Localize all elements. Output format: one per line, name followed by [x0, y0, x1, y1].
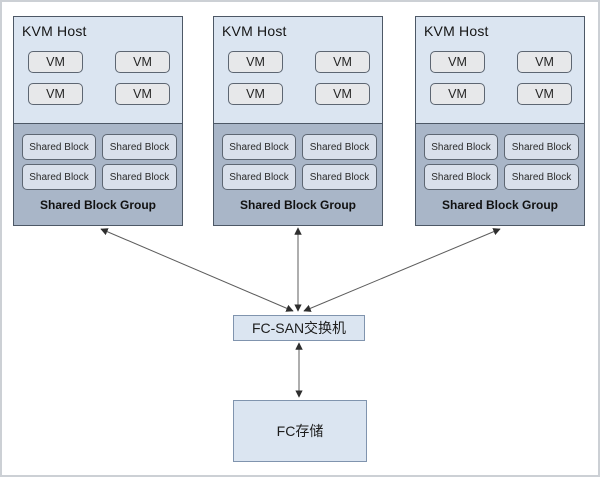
- arrow-host3-switch: [303, 228, 501, 312]
- shared-block-group-label: Shared Block Group: [239, 198, 357, 212]
- vm-box: VM: [517, 83, 572, 105]
- vm-box: VM: [228, 51, 283, 73]
- kvm-host-title: KVM Host: [222, 23, 287, 39]
- vm-box: VM: [315, 51, 370, 73]
- shared-block-box: Shared Block: [22, 164, 96, 190]
- shared-block-box: Shared Block: [504, 164, 579, 190]
- vm-box: VM: [430, 83, 485, 105]
- shared-block-box: Shared Block: [102, 134, 177, 160]
- vm-box: VM: [28, 83, 83, 105]
- shared-block-box: Shared Block: [504, 134, 579, 160]
- shared-block-box: Shared Block: [424, 164, 498, 190]
- fc-storage-node: FC存储: [233, 400, 367, 462]
- kvm-host-1: KVM Host VM VM VM VM Shared Block Shared…: [13, 16, 183, 226]
- vm-box: VM: [430, 51, 485, 73]
- shared-block-group: Shared Block Shared Block Shared Block S…: [14, 123, 182, 225]
- fc-san-switch-node: FC-SAN交换机: [233, 315, 365, 341]
- shared-block-box: Shared Block: [302, 164, 377, 190]
- kvm-host-3: KVM Host VM VM VM VM Shared Block Shared…: [415, 16, 585, 226]
- kvm-host-title: KVM Host: [424, 23, 489, 39]
- shared-block-box: Shared Block: [22, 134, 96, 160]
- kvm-host-2: KVM Host VM VM VM VM Shared Block Shared…: [213, 16, 383, 226]
- vm-box: VM: [517, 51, 572, 73]
- vm-box: VM: [228, 83, 283, 105]
- shared-block-group-label: Shared Block Group: [39, 198, 157, 212]
- shared-block-box: Shared Block: [222, 164, 296, 190]
- shared-block-group-label: Shared Block Group: [441, 198, 559, 212]
- shared-block-group: Shared Block Shared Block Shared Block S…: [416, 123, 584, 225]
- shared-block-box: Shared Block: [302, 134, 377, 160]
- shared-block-group: Shared Block Shared Block Shared Block S…: [214, 123, 382, 225]
- vm-box: VM: [315, 83, 370, 105]
- kvm-host-title: KVM Host: [22, 23, 87, 39]
- shared-block-box: Shared Block: [102, 164, 177, 190]
- vm-box: VM: [28, 51, 83, 73]
- arrow-host1-switch: [100, 228, 294, 312]
- vm-box: VM: [115, 51, 170, 73]
- shared-block-box: Shared Block: [424, 134, 498, 160]
- shared-block-box: Shared Block: [222, 134, 296, 160]
- vm-box: VM: [115, 83, 170, 105]
